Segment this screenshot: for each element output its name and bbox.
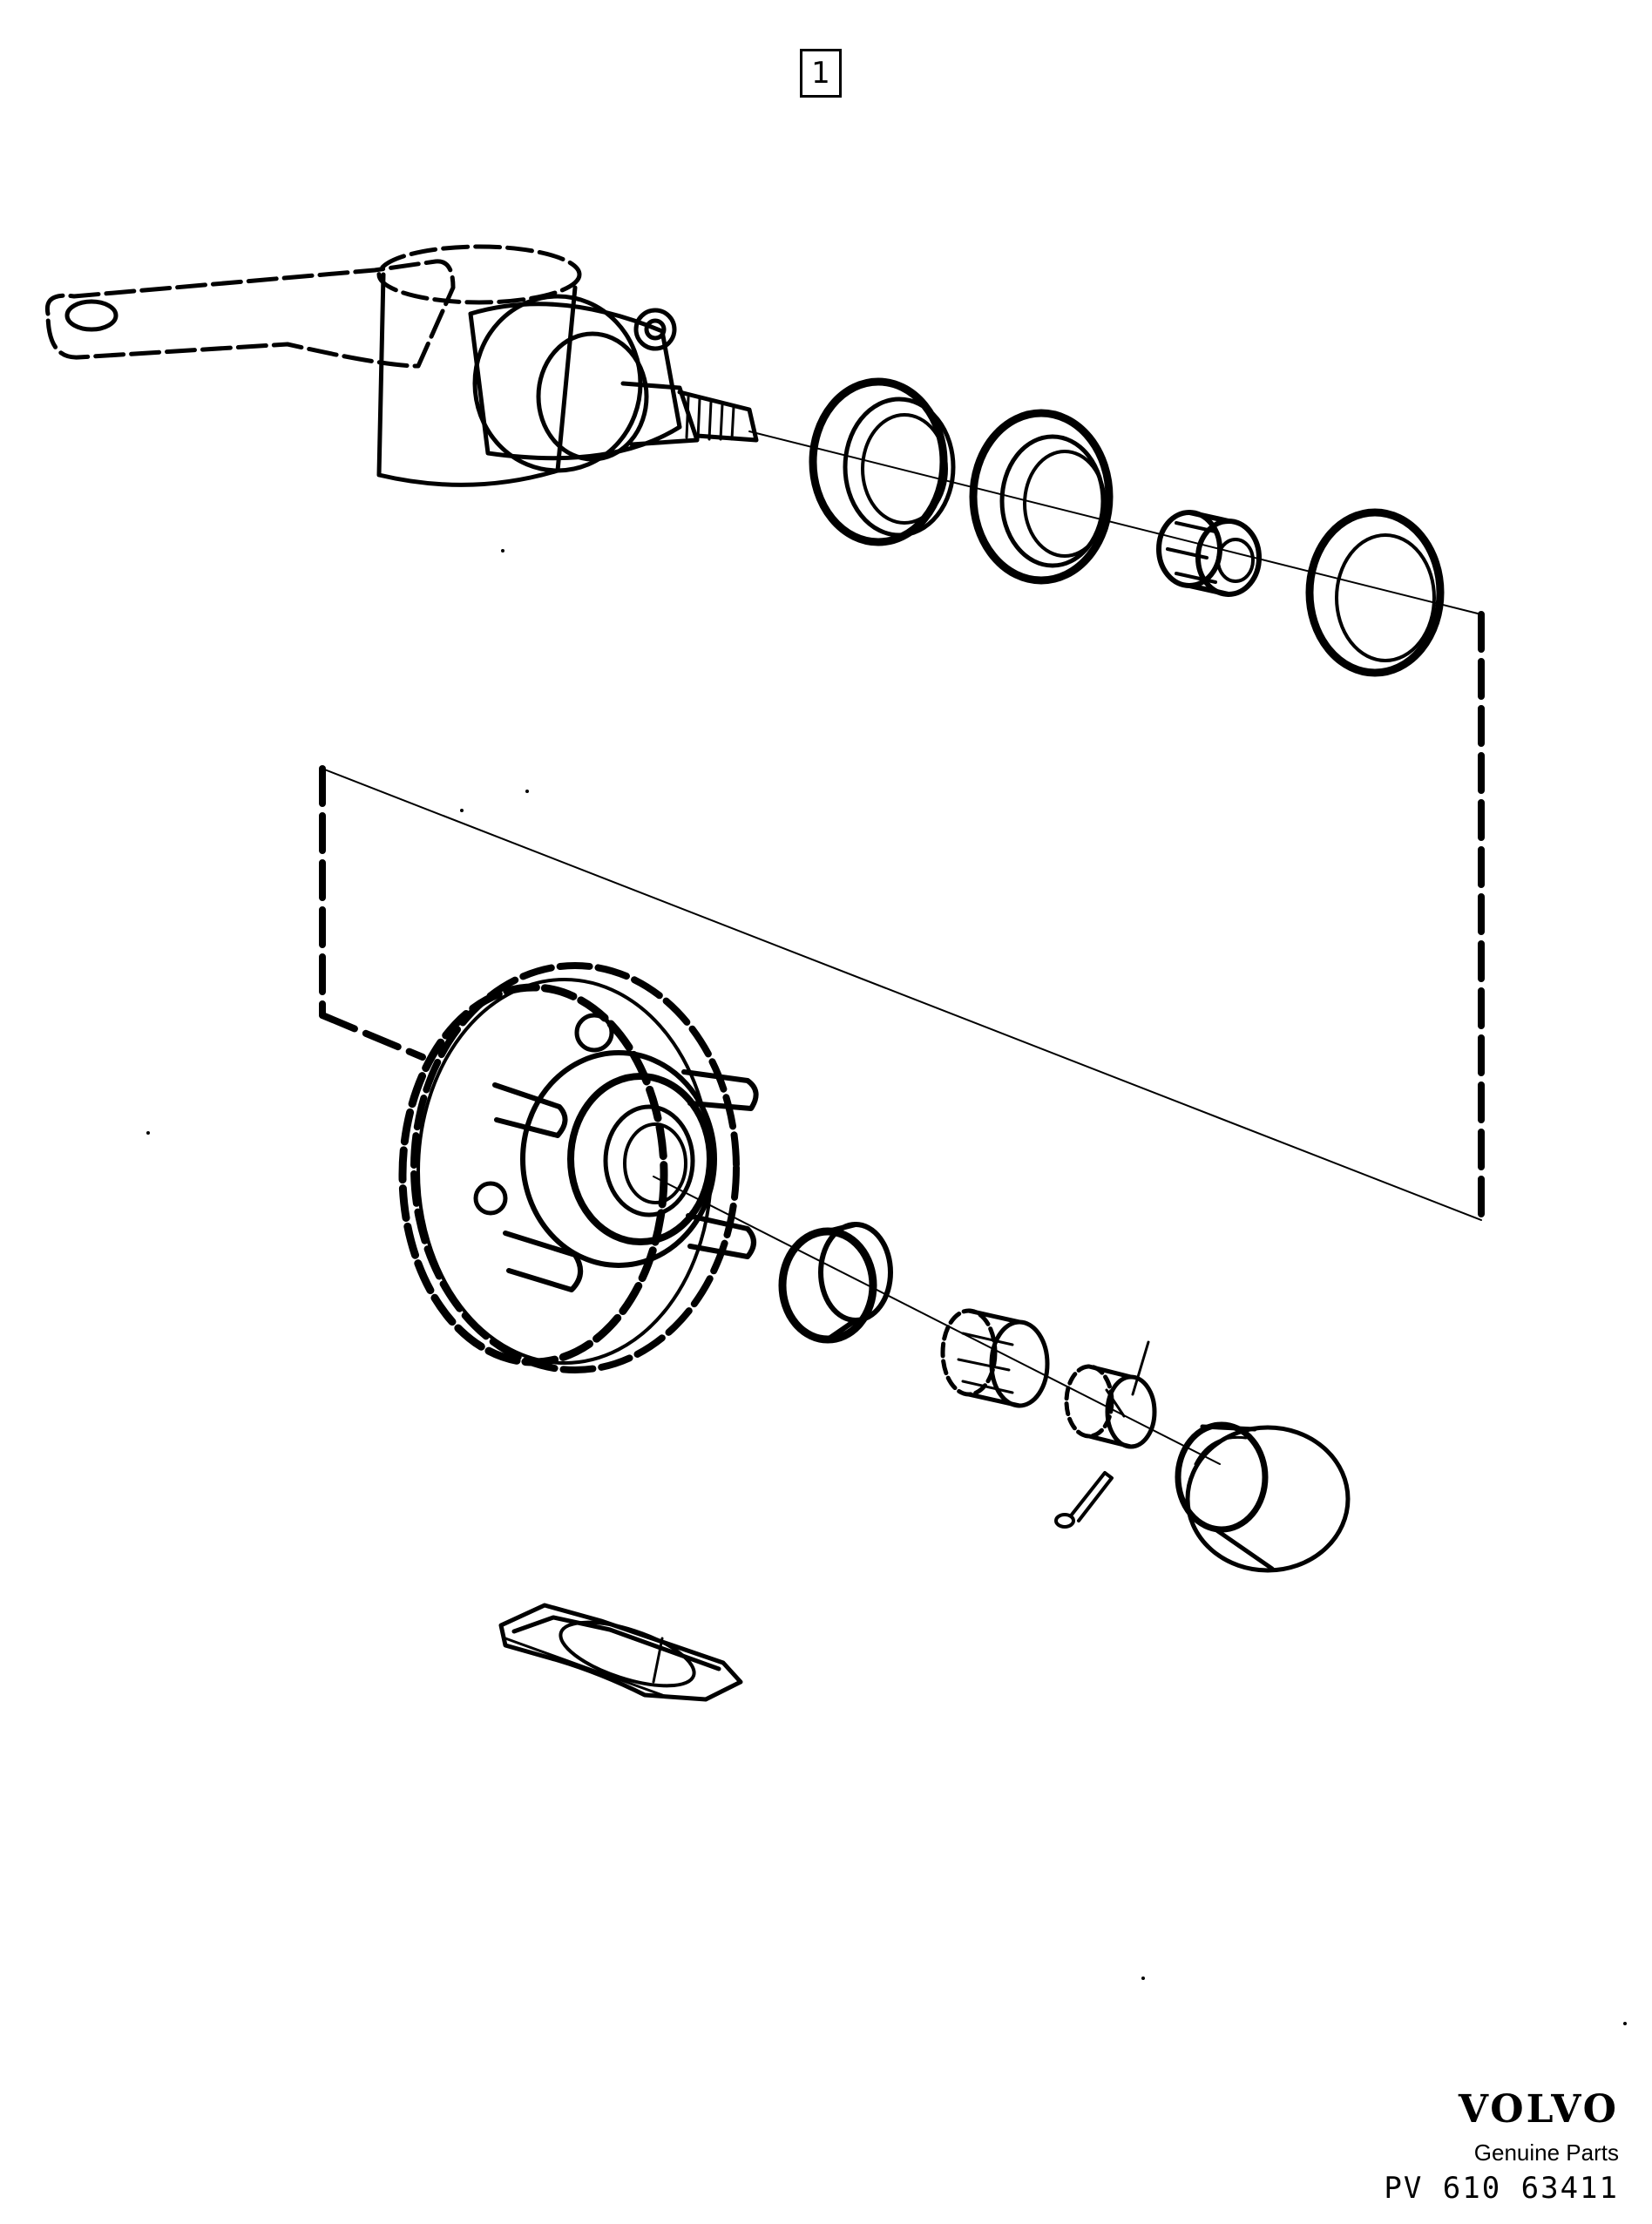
hub-cap-icon — [1175, 1421, 1351, 1573]
reference-bracket — [319, 611, 1485, 1224]
cotter-pin-icon — [1054, 1471, 1114, 1529]
assembly-axis-lines — [322, 431, 1482, 1465]
steering-knuckle-icon — [44, 244, 759, 487]
outer-bearing-cone-icon — [940, 1308, 1050, 1408]
reference-number: 1 — [811, 56, 830, 91]
grease-seal-icon — [809, 377, 956, 546]
wheel-hub-icon — [398, 962, 759, 1373]
brand-subtitle: Genuine Parts — [1473, 2139, 1619, 2166]
volvo-logo: VOLVO — [1458, 2086, 1619, 2132]
castle-nut-icon — [1064, 1340, 1157, 1449]
brand-block: VOLVO Genuine Parts PV 610 63411 — [1384, 2086, 1619, 2206]
outer-bearing-cup-icon — [1305, 508, 1445, 677]
part-code: PV 610 63411 — [1384, 2171, 1619, 2206]
bearing-race-icon — [778, 1222, 893, 1344]
inner-bearing-cone-icon — [1156, 510, 1262, 597]
reference-number-box: 1 — [800, 49, 842, 98]
scan-specks — [146, 549, 1627, 2025]
grease-packet-icon — [498, 1603, 743, 1702]
inner-bearing-cup-icon — [969, 409, 1114, 585]
